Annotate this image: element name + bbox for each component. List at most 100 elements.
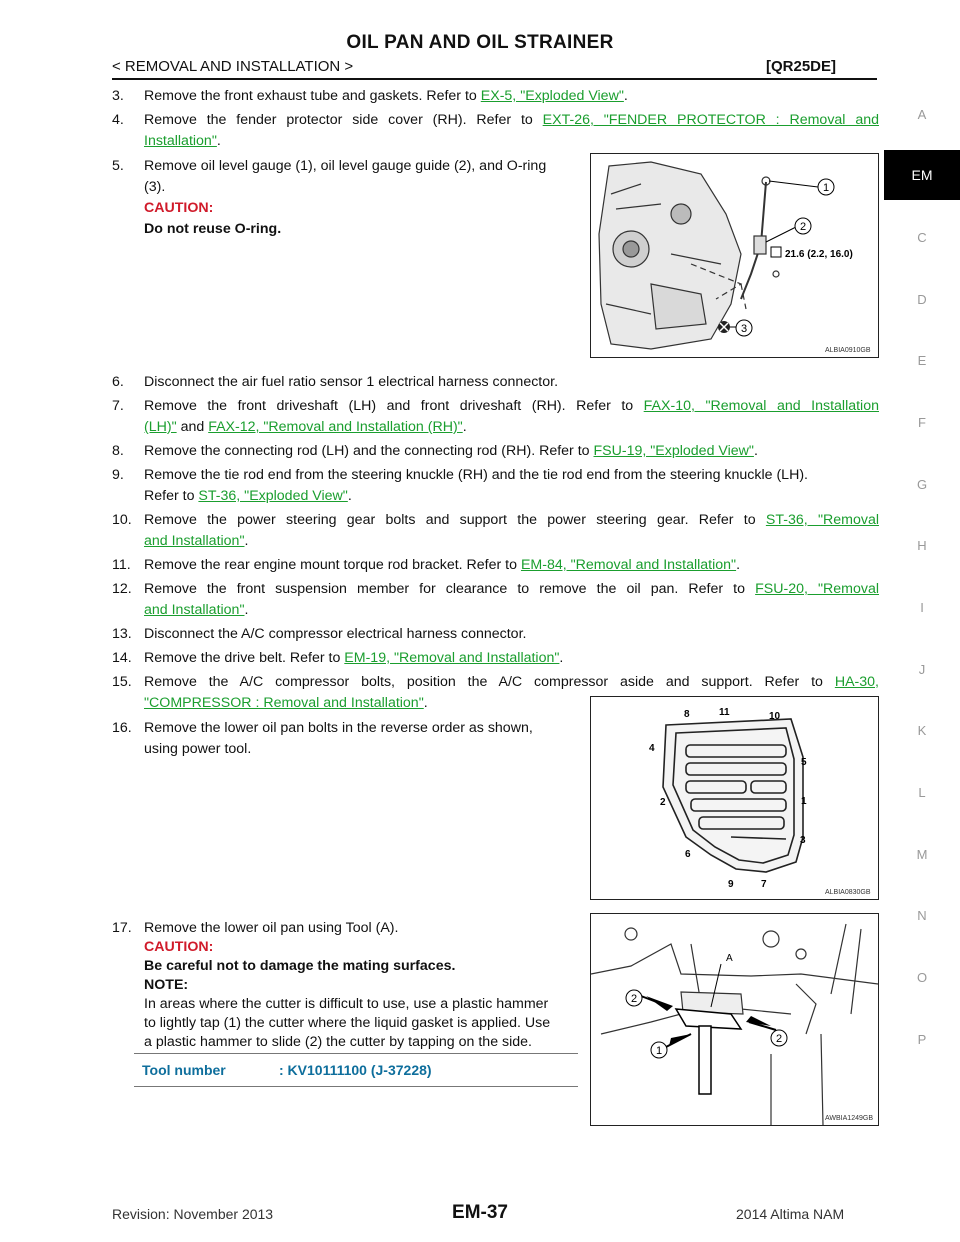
tool-number-row: Tool number : KV10111100 (J-37228): [134, 1053, 578, 1087]
link-fax-10-cont[interactable]: (LH)": [144, 419, 177, 435]
step-text: Remove the drive belt. Refer to: [144, 650, 345, 666]
oil-pan-illustration: 8 11 10 4 5 2 1 3 6 9 7: [649, 707, 807, 890]
link-ex-5[interactable]: EX-5, "Exploded View": [480, 88, 624, 104]
index-item-k[interactable]: K: [917, 723, 927, 738]
bolt-label: 8: [684, 709, 690, 720]
note-text-3: a plastic hammer to slide (2) the cutter…: [144, 1034, 532, 1050]
link-ext-26[interactable]: EXT-26, "FENDER PROTECTOR : Removal and: [542, 112, 879, 128]
step-number: 12.: [112, 581, 132, 597]
link-ha-30[interactable]: HA-30,: [834, 674, 879, 690]
index-item-g[interactable]: G: [916, 477, 928, 492]
link-ext-26-cont[interactable]: Installation": [144, 133, 217, 149]
bolt-label: 6: [685, 849, 691, 860]
link-ha-30-cont[interactable]: "COMPRESSOR : Removal and Installation": [144, 695, 424, 711]
index-item-h[interactable]: H: [917, 538, 927, 553]
figure-id: ALBIA0910GB: [825, 347, 871, 354]
step-text: Remove the lower oil pan using Tool (A).: [144, 920, 399, 936]
index-item-n[interactable]: N: [917, 908, 927, 923]
step-tail: .: [423, 695, 428, 711]
callout-3: 3: [718, 319, 753, 337]
link-em-19[interactable]: EM-19, "Removal and Installation": [344, 650, 560, 666]
step-text: Remove the A/C compressor bolts, positio…: [144, 674, 835, 690]
link-fsu-20[interactable]: FSU-20, "Removal: [755, 581, 880, 597]
tool-label-a: A: [726, 953, 733, 964]
link-fax-10[interactable]: FAX-10, "Removal and Installation: [643, 398, 879, 414]
step-number: 10.: [112, 512, 132, 528]
index-item-i[interactable]: I: [920, 600, 924, 615]
step-number: 4.: [112, 112, 124, 128]
link-fax-12[interactable]: FAX-12, "Removal and Installation (RH)": [208, 419, 463, 435]
link-fsu-20-cont[interactable]: and Installation": [144, 602, 245, 618]
bolt-label: 2: [660, 797, 666, 808]
index-item-j[interactable]: J: [918, 662, 926, 677]
index-item-f[interactable]: F: [918, 415, 926, 430]
step-tail: .: [736, 557, 741, 573]
step-tail: .: [216, 133, 221, 149]
figure-oil-level-gauge: 1 2 21.6 (2.2, 16.0) 3 ALBIA0910GB: [590, 153, 879, 358]
bolt-label: 11: [719, 707, 730, 718]
step-text: Remove the tie rod end from the steering…: [144, 467, 808, 483]
note-text-1: In areas where the cutter is difficult t…: [144, 996, 549, 1012]
bolt-label: 3: [800, 835, 806, 846]
callout-label: 2: [631, 993, 637, 1005]
step-text-line2: (3).: [144, 179, 166, 195]
torque-value: 21.6 (2.2, 16.0): [785, 249, 853, 260]
step-text: Remove the front exhaust tube and gasket…: [144, 88, 481, 104]
index-item-em[interactable]: EM: [884, 150, 960, 200]
index-item-l[interactable]: L: [918, 785, 926, 800]
step-mid: and: [176, 419, 209, 435]
step-text: Disconnect the A/C compressor electrical…: [144, 626, 527, 642]
step-text: Remove the fender protector side cover (…: [144, 112, 543, 128]
index-item-d[interactable]: D: [917, 292, 927, 307]
page-title: OIL PAN AND OIL STRAINER: [346, 32, 614, 53]
link-st-36-removal-cont[interactable]: and Installation": [144, 533, 245, 549]
step-text: Disconnect the air fuel ratio sensor 1 e…: [144, 374, 559, 390]
cutter-tool-illustration: A 2 2 1: [591, 923, 878, 1125]
step-text: Remove the front driveshaft (LH) and fro…: [144, 398, 644, 414]
index-item-e[interactable]: E: [917, 353, 927, 368]
step-number: 5.: [112, 158, 124, 174]
caution-label: CAUTION:: [144, 939, 214, 955]
callout-label: 1: [656, 1045, 662, 1057]
callout-1: 1: [768, 178, 835, 196]
step-number: 13.: [112, 626, 132, 642]
link-st-36-removal[interactable]: ST-36, "Removal: [765, 512, 879, 528]
step-number: 14.: [112, 650, 132, 666]
bolt-label: 5: [801, 757, 807, 768]
step-number: 11.: [112, 557, 131, 573]
caution-text: Do not reuse O-ring.: [144, 221, 282, 237]
index-item-c[interactable]: C: [917, 230, 927, 245]
figure-id: ALBIA0830GB: [825, 889, 871, 896]
index-item-a[interactable]: A: [917, 107, 927, 122]
section-label: < REMOVAL AND INSTALLATION >: [112, 58, 354, 75]
torque-icon: [770, 246, 782, 258]
figure-oil-pan-bolt-order: 8 11 10 4 5 2 1 3 6 9 7 ALBIA0830GB: [590, 696, 879, 900]
model-label: 2014 Altima NAM: [736, 1206, 845, 1222]
step-text: Remove the lower oil pan bolts in the re…: [144, 720, 533, 736]
index-item-o[interactable]: O: [916, 970, 928, 985]
step-number: 8.: [112, 443, 124, 459]
step-number: 16.: [112, 720, 132, 736]
bolt-label: 10: [769, 711, 781, 722]
step-tail: .: [244, 533, 249, 549]
step-tail: .: [559, 650, 564, 666]
bolt-label: 9: [728, 879, 734, 890]
cutter-tool: [674, 1008, 743, 1095]
step-text: Remove the connecting rod (LH) and the c…: [144, 443, 594, 459]
engine-label: [QR25DE]: [766, 58, 837, 75]
link-st-36-exploded[interactable]: ST-36, "Exploded View": [198, 488, 348, 504]
index-item-m[interactable]: M: [916, 847, 928, 862]
step-text: Remove the power steering gear bolts and…: [144, 512, 766, 528]
step-number: 17.: [112, 920, 132, 936]
step-number: 15.: [112, 674, 132, 690]
link-em-84[interactable]: EM-84, "Removal and Installation": [520, 557, 737, 573]
index-item-p[interactable]: P: [917, 1032, 927, 1047]
bolt-label: 7: [761, 879, 767, 890]
bolt-label: 1: [801, 796, 807, 807]
step-text: Remove the rear engine mount torque rod …: [144, 557, 521, 573]
callout-label: 2: [800, 221, 806, 233]
link-fsu-19[interactable]: FSU-19, "Exploded View": [593, 443, 754, 459]
step-text-line2: Refer to: [144, 488, 199, 504]
step-tail: .: [623, 88, 628, 104]
step-tail: .: [347, 488, 352, 504]
